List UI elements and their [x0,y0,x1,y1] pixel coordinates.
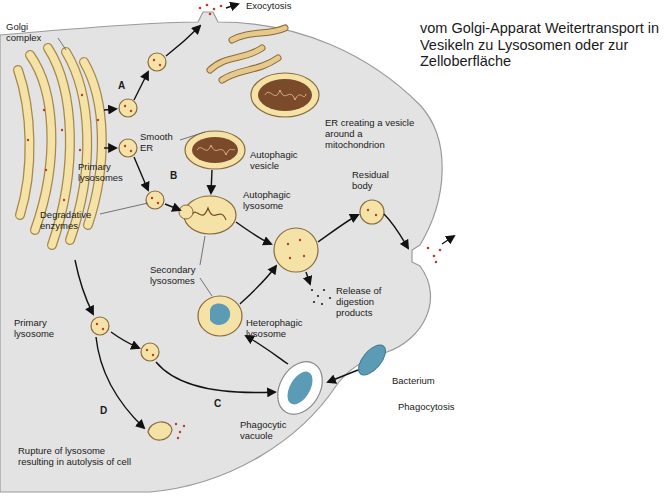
callout-letter: B [170,170,177,182]
part-label: Heterophagic lysosome [246,318,316,340]
callout-letter: D [100,405,107,417]
part-label: Golgi complex [6,22,58,44]
note-text: vom Golgi-Apparat Weitertransport in Ves… [420,20,660,70]
callout-letter: C [214,398,221,410]
part-label: Degradative enzymes [40,210,100,232]
part-label: Primary lysosome [14,318,74,340]
part-label: Autophagic vesicle [250,150,308,172]
part-label: Secondary lysosomes [150,265,216,287]
part-label: Autophagic lysosome [243,190,305,212]
part-label: ER creating a vesicle around a mitochond… [325,118,417,151]
process-label: Exocytosis [246,1,291,12]
part-label: Phagocytic vacuole [240,420,298,442]
process-label: Phagocytosis [398,402,455,413]
callout-letter: A [118,80,125,92]
part-label: Primary lysosomes [78,162,126,184]
part-label: Bacterium [392,376,435,387]
part-label: Residual body [352,170,400,192]
part-label: Rupture of lysosome resulting in autolys… [18,446,136,468]
part-label: Release of digestion products [336,286,402,319]
part-label: Smooth ER [140,132,180,154]
